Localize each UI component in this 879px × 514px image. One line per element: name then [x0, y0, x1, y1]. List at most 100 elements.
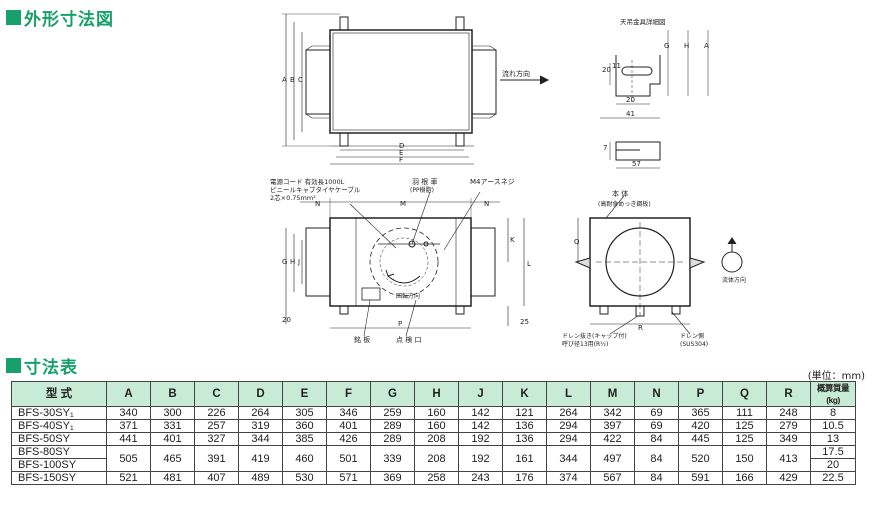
dim-L-label: L [527, 260, 531, 268]
model-cell: BFS-40SY₁ [11, 419, 107, 433]
unit-note: (単位：mm) [807, 371, 865, 382]
heading-square-icon [6, 10, 21, 25]
cell-D: 264 [238, 406, 283, 420]
header-P: P [678, 381, 723, 407]
cell-R: 349 [766, 432, 811, 446]
cell-P: 520 [678, 445, 723, 472]
top-view [282, 13, 550, 165]
cell-D: 344 [238, 432, 283, 446]
body-label: 本 体 [612, 189, 628, 198]
cell-J: 192 [458, 445, 503, 472]
power-cord-label-3: 2芯×0.75mm² [270, 193, 316, 202]
cell-M: 567 [590, 471, 635, 485]
dim-N-left-label: N [315, 200, 320, 208]
cell-F: 401 [326, 419, 371, 433]
cell-A: 371 [106, 419, 151, 433]
table-row: BFS-80SY 505 465 391 419 460 501 339 208… [11, 445, 856, 472]
heading-square-icon [6, 358, 21, 373]
cell-L: 294 [546, 432, 591, 446]
dimension-table-title: 寸法表 [24, 358, 78, 378]
header-Q: Q [722, 381, 767, 407]
header-M: M [590, 381, 635, 407]
table-row: BFS-100SY 20 [11, 458, 856, 472]
dim-25-label: 25 [520, 318, 529, 326]
cell-Q: 125 [722, 432, 767, 446]
cell-K: 176 [502, 471, 547, 485]
bracket-dim-G: G [664, 42, 669, 50]
side-view [574, 195, 743, 335]
header-E: E [282, 381, 327, 407]
cell-G: 259 [370, 406, 415, 420]
cell-C: 257 [194, 419, 239, 433]
cell-P: 591 [678, 471, 723, 485]
fan-material-label: (PP樹脂) [410, 186, 434, 194]
header-B: B [150, 381, 195, 407]
header-R: R [766, 381, 811, 407]
cell-A: 441 [106, 432, 151, 446]
cell-M: 397 [590, 419, 635, 433]
cell-F: 426 [326, 432, 371, 446]
dim-K-label: K [510, 236, 515, 244]
cell-M: 422 [590, 432, 635, 446]
model-cell: BFS-30SY₁ [11, 406, 107, 420]
cell-weight: 17.5 [810, 445, 856, 459]
drain-side-label: ドレン側 [680, 332, 704, 340]
dim-R-label: R [638, 324, 643, 332]
cell-E: 385 [282, 432, 327, 446]
cell-R: 413 [766, 445, 811, 472]
cell-A: 505 [106, 445, 151, 472]
header-A: A [106, 381, 151, 407]
cell-N: 69 [634, 406, 679, 420]
cell-C: 327 [194, 432, 239, 446]
dim-J-label: J [297, 258, 300, 266]
model-cell: BFS-100SY [11, 458, 107, 472]
cell-N: 84 [634, 432, 679, 446]
outline-drawing-heading: 外形寸法図 [6, 5, 114, 30]
cell-K: 136 [502, 419, 547, 433]
cell-D: 419 [238, 445, 283, 472]
outline-drawing-title: 外形寸法図 [24, 10, 114, 30]
fan-label: 羽 根 車 [412, 177, 437, 186]
rotation-direction-label: 回転方向 [396, 292, 420, 300]
drain-label: ドレン抜き(キャップ付) [562, 332, 627, 340]
dim-Q-label: Q [574, 238, 580, 246]
cell-H: 258 [414, 471, 459, 485]
dimension-table-heading: 寸法表 [6, 353, 78, 378]
flow-direction-label: 流れ方向 [502, 69, 530, 78]
cell-J: 142 [458, 406, 503, 420]
cell-H: 208 [414, 432, 459, 446]
header-J: J [458, 381, 503, 407]
cell-Q: 166 [722, 471, 767, 485]
dimension-table: 型 式 A B C D E F G H J K L M N P Q R 概算質量… [11, 381, 856, 485]
dim-A-label: A [282, 76, 287, 84]
dim-E-label: E [399, 149, 403, 157]
header-C: C [194, 381, 239, 407]
cell-L: 264 [546, 406, 591, 420]
cell-G: 369 [370, 471, 415, 485]
cell-weight: 10.5 [810, 419, 856, 433]
bracket-detail [600, 30, 709, 169]
model-cell: BFS-50SY [11, 432, 107, 446]
model-cell: BFS-80SY [11, 445, 107, 459]
cell-L: 344 [546, 445, 591, 472]
nameplate-label: 銘 板 [354, 335, 370, 344]
cell-P: 420 [678, 419, 723, 433]
dim-N-right-label: N [484, 200, 489, 208]
dim-H-label: H [290, 258, 295, 266]
header-N: N [634, 381, 679, 407]
cell-weight: 8 [810, 406, 856, 420]
dim-20-label: 20 [282, 316, 291, 324]
cell-H: 160 [414, 406, 459, 420]
cell-J: 243 [458, 471, 503, 485]
cell-J: 192 [458, 432, 503, 446]
dim-D-label: D [399, 142, 404, 150]
dim-C-label: C [298, 76, 303, 84]
cell-E: 360 [282, 419, 327, 433]
cell-F: 571 [326, 471, 371, 485]
table-row: BFS-40SY₁ 371 331 257 319 360 401 289 16… [11, 419, 856, 433]
cell-Q: 111 [722, 406, 767, 420]
header-G: G [370, 381, 415, 407]
ground-screw-label: M4アースネジ [470, 178, 515, 186]
bracket-dim-20a: 20 [602, 66, 611, 74]
front-view [285, 191, 525, 337]
